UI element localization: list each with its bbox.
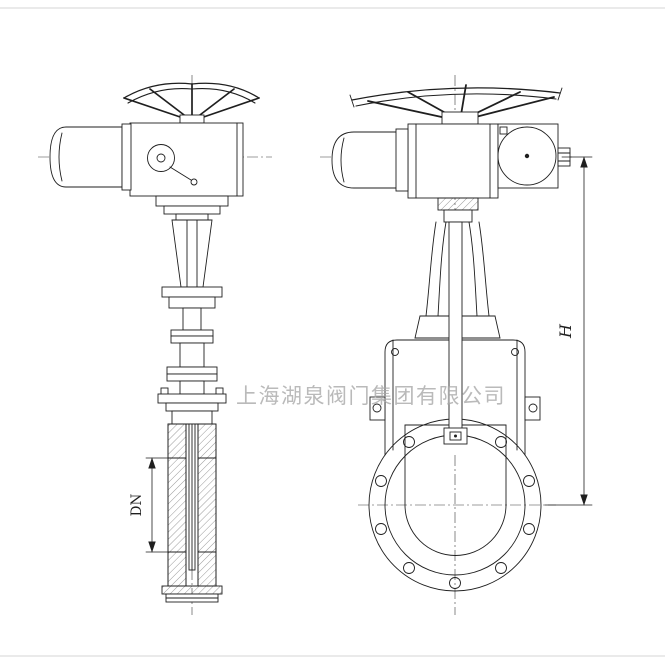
yoke-side: [161, 219, 223, 309]
body-boss-left: [391, 348, 399, 356]
actuator-front: [407, 123, 499, 199]
h-dimension-label: H: [556, 323, 575, 339]
body-lug-right: [524, 396, 541, 421]
front-view: [331, 84, 593, 592]
body-wall-right-hatch: [197, 423, 217, 587]
dn-dimension-label: DN: [129, 493, 145, 516]
control-dome-front: [497, 123, 571, 189]
watermark: 上海湖泉阀门集团有限公司: [236, 384, 506, 408]
motor-flange-side: [121, 123, 132, 191]
handwheel-hub-front: [441, 111, 479, 125]
handwheel-side: [123, 82, 260, 124]
body-wall-left-hatch: [167, 423, 187, 587]
motor-flange-front: [395, 128, 409, 192]
stem-nut-front: [437, 197, 479, 223]
actuator-side: [129, 122, 244, 197]
valve-body-side: [161, 423, 223, 603]
flange-bolt-holes: [375, 436, 535, 589]
h-dimension: [544, 156, 593, 506]
declutch-lever-side: [169, 166, 192, 181]
motor-side: [49, 123, 132, 191]
body-boss-right: [511, 348, 519, 356]
side-view: [49, 82, 260, 603]
body-lug-left: [369, 396, 386, 421]
body-base-hatch: [161, 585, 223, 595]
gland-side: [157, 387, 227, 425]
handwheel-front: [349, 84, 563, 125]
mounting-stack-side: [155, 195, 229, 221]
motor-front: [331, 128, 409, 192]
handwheel-hub-side: [179, 114, 205, 124]
stem-side: [166, 307, 218, 395]
dn-dimension: [145, 457, 169, 553]
stem-front: [443, 221, 468, 445]
indicator-dial-side: [147, 144, 175, 172]
